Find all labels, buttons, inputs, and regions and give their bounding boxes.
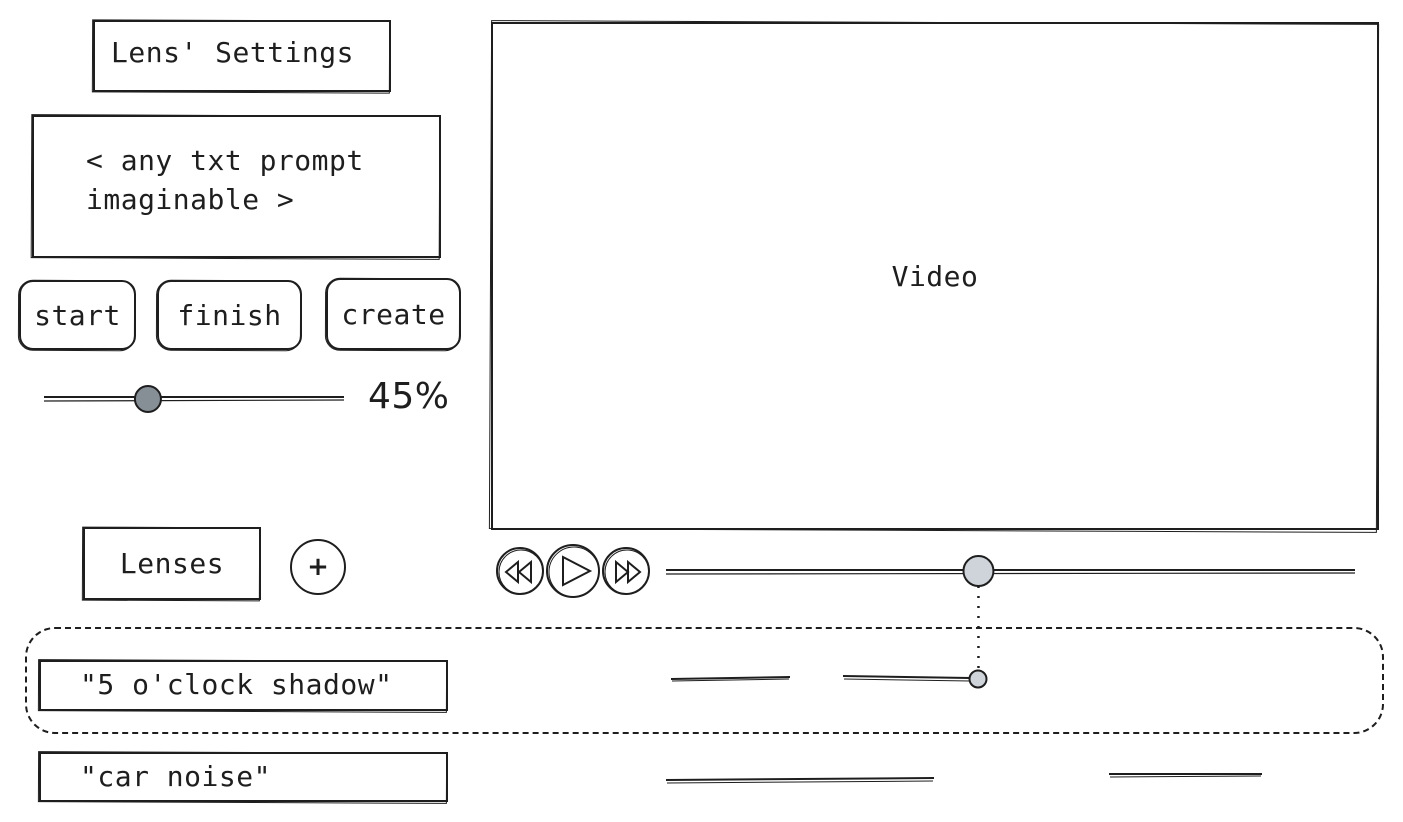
settings-slider-value: 45% — [368, 376, 450, 417]
settings-title-box — [93, 20, 391, 92]
create-button[interactable]: create — [326, 278, 461, 350]
settings-slider-handle[interactable] — [133, 385, 162, 413]
video-panel[interactable]: Video — [491, 22, 1379, 530]
settings-title: Lens' Settings — [111, 36, 355, 69]
video-label: Video — [891, 259, 979, 293]
prompt-textarea[interactable] — [32, 115, 441, 258]
prompt-line-2: imaginable > — [86, 183, 295, 216]
lens-item-label: "car noise" — [80, 760, 271, 793]
prompt-line-1: < any txt prompt — [86, 144, 364, 177]
fast-forward-icon[interactable] — [602, 547, 650, 595]
lenses-title-box: Lenses — [83, 527, 261, 600]
lens-item-label: "5 o'clock shadow" — [80, 668, 393, 701]
finish-button[interactable]: finish — [157, 280, 302, 350]
lens-track-marker[interactable] — [968, 669, 988, 689]
lenses-title: Lenses — [119, 547, 225, 580]
add-lens-button[interactable]: + — [290, 539, 346, 595]
start-button[interactable]: start — [19, 280, 136, 350]
plus-icon: + — [307, 552, 329, 582]
lens-item-5-oclock-shadow[interactable] — [39, 660, 448, 711]
finish-button-label: finish — [177, 298, 282, 332]
lens-item-car-noise[interactable] — [39, 752, 448, 802]
start-button-label: start — [34, 298, 121, 332]
play-icon[interactable] — [546, 544, 600, 598]
active-lens-row — [25, 627, 1384, 734]
rewind-icon[interactable] — [496, 547, 544, 595]
create-button-label: create — [341, 297, 446, 331]
